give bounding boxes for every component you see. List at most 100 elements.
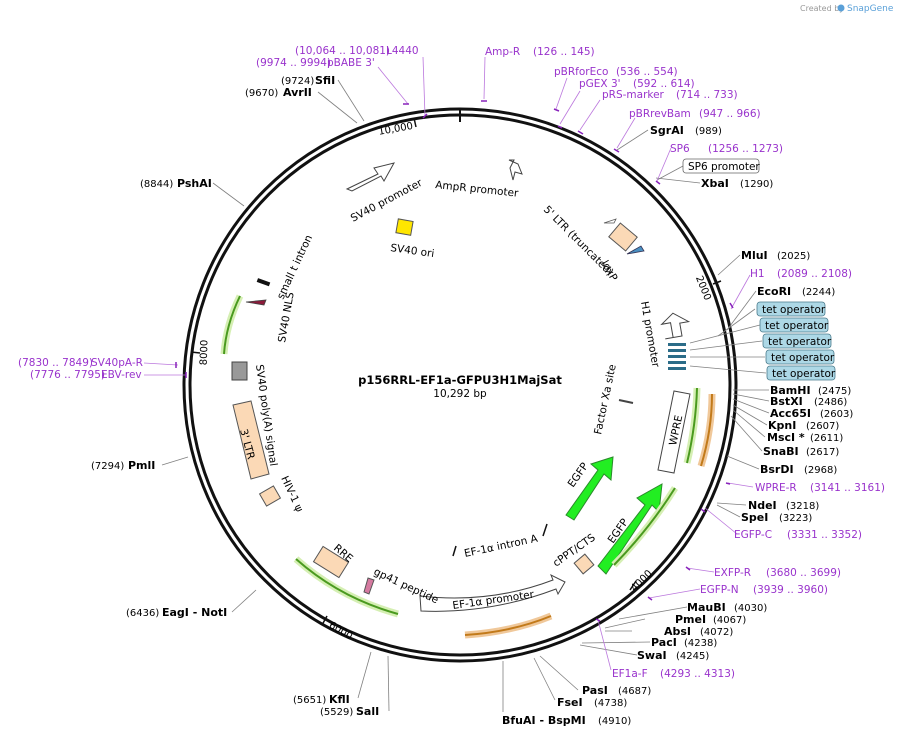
green-arc-left-halo	[220, 294, 244, 355]
enzyme-pos-ecori: (2244)	[802, 287, 835, 298]
primer-pos-pbrforeco: (536 .. 554)	[616, 66, 678, 78]
enzyme-pos-bfuai: (4910)	[598, 716, 631, 727]
ef1a-intron-mark-2	[542, 523, 548, 537]
enzyme-pos-swai: (4245)	[676, 651, 709, 662]
gp41-box	[363, 577, 375, 595]
egfp-arrow-2	[597, 483, 663, 575]
enzyme-pos-pshai: (8844)	[140, 179, 173, 190]
enzyme-name-kpni: KpnI	[768, 419, 796, 432]
primer-name-pbrforeco: pBRforEco	[554, 66, 608, 78]
snapgene-logo-icon	[837, 4, 845, 12]
enzyme-pos-absi: (4072)	[700, 627, 733, 638]
enzyme-name-fsei: FseI	[557, 696, 583, 709]
green-arc-bottom-halo	[293, 556, 399, 618]
credit-prefix: Created by	[800, 4, 844, 13]
tet-operator-bar-2	[668, 349, 686, 352]
cppt-box	[573, 553, 595, 575]
primer-name-l4440: L4440	[386, 45, 419, 57]
enzyme-name-ecori: EcoRI	[757, 285, 791, 298]
tet-operator-label-1: tet operator	[762, 304, 826, 316]
green-arc-right	[686, 387, 698, 464]
primer-name-pbabe: pBABE 3'	[327, 57, 375, 69]
enzyme-pos-eagi: (6436)	[126, 608, 159, 619]
tick-10000: 10,000	[378, 121, 414, 138]
plasmid-name: p156RRL-EF1a-GFPU3H1MajSat	[358, 373, 562, 387]
enzyme-name-maubi: MauBI	[687, 601, 726, 614]
sv40-promoter-arrow	[345, 162, 395, 192]
primer-name-ampr: Amp-R	[485, 46, 520, 58]
small-t-intron-label: small t intron	[275, 233, 315, 301]
enzyme-pos-snabi: (2617)	[806, 447, 839, 458]
tet-operator-bar-1	[668, 343, 686, 346]
enzyme-pos-pasi: (4687)	[618, 686, 651, 697]
hiv-psi-box	[258, 485, 282, 507]
enzyme-pos-maubi: (4030)	[734, 603, 767, 614]
orange-arc-bottom-halo	[464, 612, 553, 639]
primer-pos-egfp-n: (3939 .. 3960)	[753, 584, 828, 596]
orange-arc-right-halo	[697, 393, 716, 468]
factor-xa-mark	[618, 399, 634, 404]
enzyme-name-ndei: NdeI	[748, 499, 777, 512]
small-t-intron-mark	[256, 278, 271, 287]
enzyme-name-bstxi: BstXI	[770, 395, 803, 408]
tet-operator-tag-3: tet operator	[762, 333, 832, 349]
enzyme-name-avrii: AvrII	[283, 86, 312, 99]
primer-pos-ampr: (126 .. 145)	[533, 46, 595, 58]
primer-name-sv40pa-r: SV40pA-R	[91, 357, 143, 369]
ampr-promoter-arrow	[508, 159, 523, 181]
enzyme-pos-ndei: (3218)	[786, 501, 819, 512]
enzyme-pos-kpni: (2607)	[806, 421, 839, 432]
tick-4000: 4000	[629, 568, 655, 594]
gp41-label: gp41 peptide	[372, 566, 440, 606]
sv40-nls-arrow	[245, 299, 267, 306]
primer-pos-sv40pa-r: (7830 .. 7849)	[18, 357, 93, 369]
ef1a-promoter-arrow	[419, 573, 566, 612]
enzyme-name-eagi: EagI - NotI	[162, 606, 227, 619]
sv40-ori-box	[395, 218, 414, 236]
ltr5-box	[608, 222, 638, 252]
tick-6000: 6000	[327, 620, 355, 642]
primer-name-h1: H1	[750, 268, 765, 280]
primer-pos-pbabe: (9974 .. 9994)	[256, 57, 331, 69]
plasmid-length: 10,292 bp	[433, 388, 487, 400]
h1-promoter-label: H1 promoter	[638, 300, 662, 368]
primer-name-egfp-n: EGFP-N	[700, 584, 739, 596]
primer-name-egfp-c: EGFP-C	[734, 529, 772, 541]
primer-pos-h1: (2089 .. 2108)	[777, 268, 852, 280]
primer-name-sp6: SP6	[670, 143, 690, 155]
tet-operator-tag-2: tet operator	[759, 317, 829, 333]
tet-operator-bar-4	[668, 361, 686, 364]
enzyme-pos-xbai: (1290)	[740, 179, 773, 190]
primer-pos-pbrrevbam: (947 .. 966)	[699, 108, 761, 120]
primer-name-ebv-rev: EBV-rev	[101, 369, 142, 381]
backbone-outer	[182, 107, 738, 663]
enzyme-name-sfii: SfiI	[315, 74, 335, 87]
tick-6000-mark	[321, 615, 328, 626]
tet-operator-label-3: tet operator	[768, 336, 832, 348]
enzyme-pos-msci: (2611)	[810, 433, 843, 444]
tet-operator-label-4: tet operator	[771, 352, 835, 364]
enzyme-name-pasi: PasI	[582, 684, 608, 697]
ef1a-intron-mark-1	[452, 545, 457, 557]
rre-box	[312, 545, 350, 579]
enzyme-name-kfli: KflI	[329, 693, 350, 706]
enzyme-name-msci: MscI *	[767, 431, 805, 444]
enzyme-pos-pmei: (4067)	[713, 615, 746, 626]
ef1a-intron-label: EF-1α intron A	[463, 532, 539, 559]
enzyme-name-pmei: PmeI	[675, 613, 706, 626]
enzyme-pos-paci: (4238)	[684, 638, 717, 649]
enzyme-name-acc65i: Acc65I	[770, 407, 811, 420]
primer-pos-sp6: (1256 .. 1273)	[708, 143, 783, 155]
enzyme-pos-avrii: (9670)	[245, 88, 278, 99]
tet-operator-bar-3	[668, 355, 686, 358]
sp6-promoter-label: SP6 promoter	[688, 161, 760, 173]
enzyme-name-bsrdi: BsrDI	[760, 463, 794, 476]
tick-8000-mark	[190, 351, 201, 354]
orange-arc-bottom	[464, 615, 552, 636]
tick-8000: 8000	[199, 340, 211, 366]
green-arc-egfp	[613, 487, 676, 566]
ltr3-box	[232, 400, 270, 480]
enzyme-name-sali: SalI	[356, 705, 379, 718]
enzyme-name-paci: PacI	[651, 636, 677, 649]
